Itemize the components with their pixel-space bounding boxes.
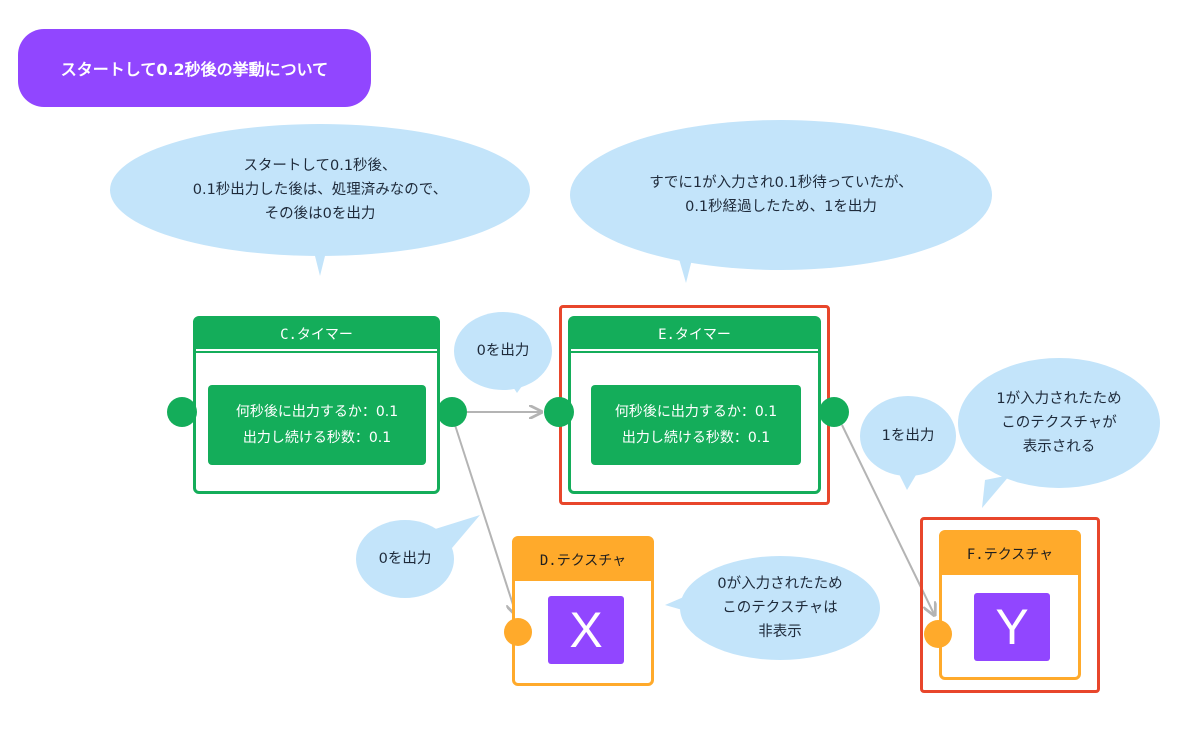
node-e-duration-setting: 出力し続ける秒数：0.1 (621, 430, 771, 446)
bubble-c-to-d-text: 0を出力 (378, 551, 432, 567)
bubble-f-line-3: 表示される (1022, 439, 1096, 455)
bubble-tail-f (982, 475, 1010, 508)
bubble-e-note: すでに1が入力され0.1秒待っていたが、 0.1秒経過したため、1を出力 (570, 120, 992, 270)
node-c-delay-setting: 何秒後に出力するか：0.1 (235, 404, 399, 420)
node-c-timer[interactable]: C.タイマー 何秒後に出力するか：0.1 出力し続ける秒数：0.1 (193, 316, 440, 494)
node-c-settings[interactable]: 何秒後に出力するか：0.1 出力し続ける秒数：0.1 (208, 385, 426, 465)
node-f-texture[interactable]: F.テクスチャ Y (939, 530, 1081, 680)
bubble-d-line-2: このテクスチャは (722, 600, 838, 616)
bubble-f-line-1: 1が入力されたため (996, 391, 1122, 407)
wire-c-to-d (454, 424, 516, 614)
node-d-texture[interactable]: D.テクスチャ X (512, 536, 654, 686)
bubble-e-to-f: 1を出力 (860, 396, 956, 476)
node-d-title: D.テクスチャ (515, 539, 651, 581)
bubble-d-note: 0が入力されたため このテクスチャは 非表示 (680, 556, 880, 660)
node-c-title: C.タイマー (196, 319, 437, 351)
bubble-c-to-d: 0を出力 (356, 520, 454, 598)
bubble-c-line-1: スタートして0.1秒後、 (243, 158, 397, 174)
node-e-delay-setting: 何秒後に出力するか：0.1 (614, 404, 778, 420)
node-f-title: F.テクスチャ (942, 533, 1078, 575)
bubble-c-note: スタートして0.1秒後、 0.1秒出力した後は、処理済みなので、 その後は0を出… (110, 124, 530, 256)
bubble-e-line-1: すでに1が入力され0.1秒待っていたが、 (649, 175, 913, 191)
node-f-input-port[interactable] (924, 620, 952, 648)
diagram-title: スタートして0.2秒後の挙動について (18, 29, 371, 107)
bubble-c-line-3: その後は0を出力 (264, 206, 376, 222)
bubble-c-to-e: 0を出力 (454, 312, 552, 390)
node-c-input-port[interactable] (167, 397, 197, 427)
node-e-input-port[interactable] (544, 397, 574, 427)
node-c-output-port[interactable] (437, 397, 467, 427)
node-c-duration-setting: 出力し続ける秒数：0.1 (242, 430, 392, 446)
bubble-f-note: 1が入力されたため このテクスチャが 表示される (958, 358, 1160, 488)
bubble-c-line-2: 0.1秒出力した後は、処理済みなので、 (192, 182, 448, 198)
bubble-e-line-2: 0.1秒経過したため、1を出力 (685, 199, 877, 215)
bubble-d-line-1: 0が入力されたため (717, 576, 843, 592)
node-f-texture-preview: Y (974, 593, 1050, 661)
highlight-f (920, 517, 1100, 693)
node-d-input-port[interactable] (504, 618, 532, 646)
node-d-texture-preview: X (548, 596, 624, 664)
node-e-timer[interactable]: E.タイマー 何秒後に出力するか：0.1 出力し続ける秒数：0.1 (568, 316, 821, 494)
node-e-output-port[interactable] (819, 397, 849, 427)
bubble-c-to-e-text: 0を出力 (476, 343, 530, 359)
bubble-f-line-2: このテクスチャが (1001, 415, 1117, 431)
wire-e-to-f (841, 424, 934, 614)
node-e-title: E.タイマー (571, 319, 818, 351)
bubble-d-line-3: 非表示 (758, 624, 802, 640)
node-e-settings[interactable]: 何秒後に出力するか：0.1 出力し続ける秒数：0.1 (591, 385, 801, 465)
bubble-e-to-f-text: 1を出力 (881, 428, 935, 444)
